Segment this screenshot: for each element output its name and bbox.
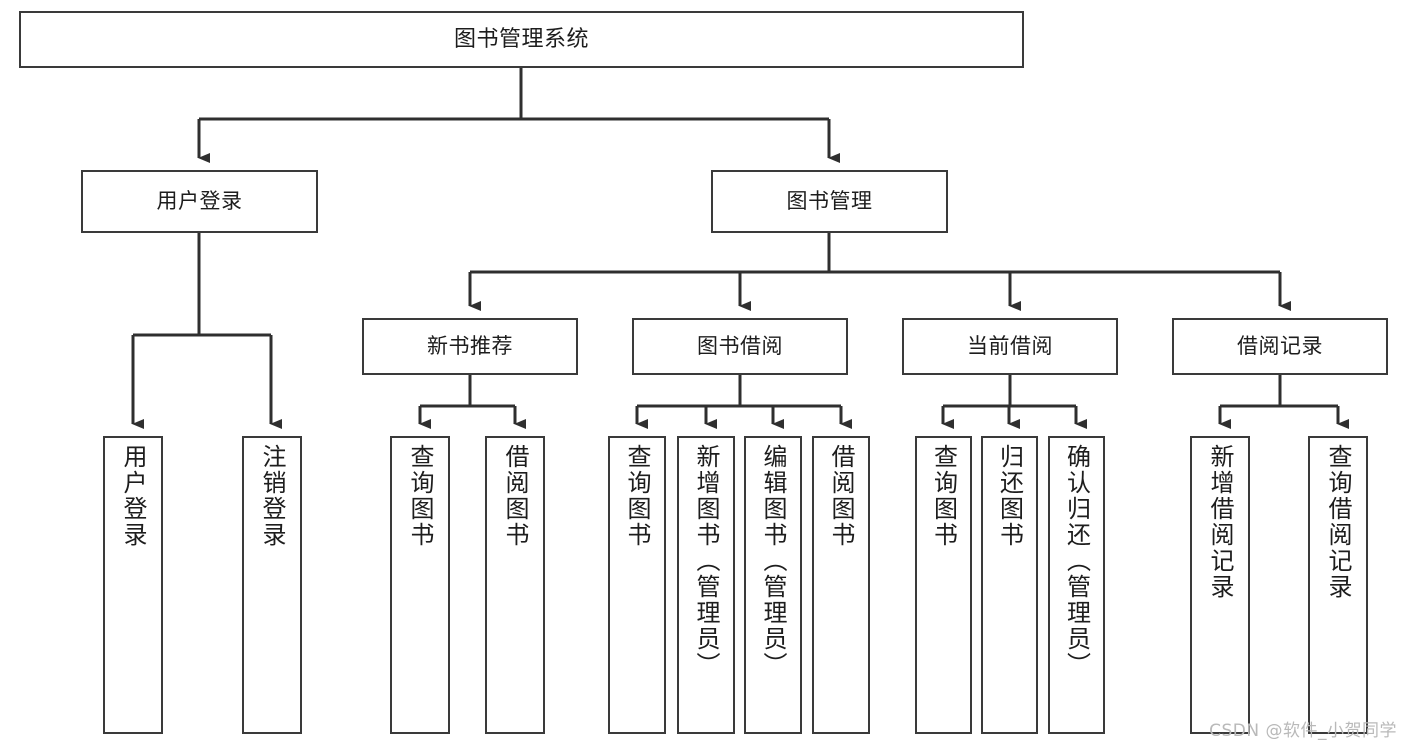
leaf-book-borrow-edit[interactable]: 编辑图书（管理员）: [744, 436, 802, 734]
node-user-login[interactable]: 用户登录: [81, 170, 318, 233]
node-new-book-recommend[interactable]: 新书推荐: [362, 318, 578, 375]
node-label: 查询图书: [929, 444, 958, 548]
leaf-book-borrow-borrow[interactable]: 借阅图书: [812, 436, 870, 734]
node-label: 查询图书: [406, 444, 434, 548]
node-root-book-management-system[interactable]: 图书管理系统: [19, 11, 1024, 68]
node-label: 借阅记录: [1237, 334, 1323, 359]
node-label: 图书管理: [786, 189, 873, 214]
leaf-borrow-record-add[interactable]: 新增借阅记录: [1190, 436, 1250, 734]
leaf-new-book-query[interactable]: 查询图书: [390, 436, 450, 734]
leaf-user-login-signin[interactable]: 用户登录: [103, 436, 163, 734]
leaf-book-borrow-query[interactable]: 查询图书: [608, 436, 666, 734]
leaf-new-book-borrow[interactable]: 借阅图书: [485, 436, 545, 734]
leaf-current-borrow-query[interactable]: 查询图书: [915, 436, 972, 734]
node-label: 新增借阅记录: [1206, 444, 1234, 600]
node-label: 归还图书: [995, 444, 1024, 548]
watermark-text: CSDN @软件_小贺同学: [1209, 721, 1397, 741]
leaf-borrow-record-query[interactable]: 查询借阅记录: [1308, 436, 1368, 734]
node-current-borrow[interactable]: 当前借阅: [902, 318, 1118, 375]
node-label: 新书推荐: [427, 334, 513, 359]
leaf-current-borrow-confirm-return[interactable]: 确认归还（管理员）: [1048, 436, 1105, 734]
node-label: 图书借阅: [697, 334, 783, 359]
node-book-borrow[interactable]: 图书借阅: [632, 318, 848, 375]
leaf-user-login-signout[interactable]: 注销登录: [242, 436, 302, 734]
node-label: 注销登录: [258, 444, 286, 548]
node-borrow-record[interactable]: 借阅记录: [1172, 318, 1388, 375]
node-label: 图书管理系统: [453, 26, 589, 52]
node-label: 借阅图书: [501, 444, 529, 548]
leaf-book-borrow-add[interactable]: 新增图书（管理员）: [677, 436, 735, 734]
node-label: 新增图书（管理员）: [692, 444, 720, 678]
node-label: 借阅图书: [827, 444, 855, 548]
node-label: 当前借阅: [967, 334, 1053, 359]
node-label: 查询借阅记录: [1324, 444, 1352, 600]
node-label: 用户登录: [119, 444, 147, 548]
node-label: 查询图书: [623, 444, 651, 548]
leaf-current-borrow-return[interactable]: 归还图书: [981, 436, 1038, 734]
node-book-management[interactable]: 图书管理: [711, 170, 948, 233]
node-label: 用户登录: [156, 189, 243, 214]
node-label: 确认归还（管理员）: [1062, 444, 1091, 678]
node-label: 编辑图书（管理员）: [759, 444, 787, 678]
